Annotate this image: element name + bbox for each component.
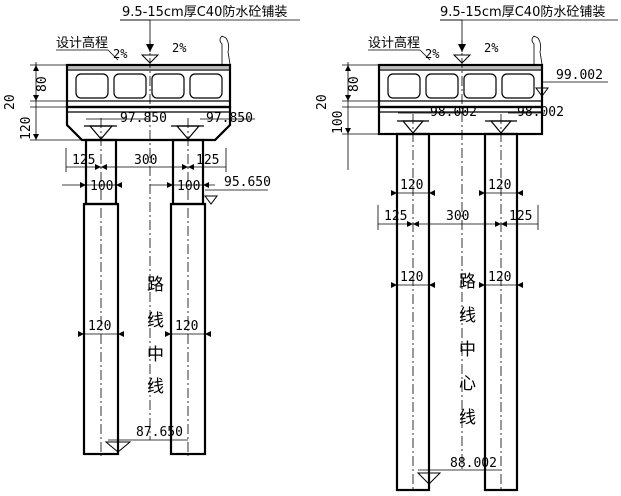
right-dia-lower-right: 120 xyxy=(488,270,511,285)
left-paving-leader xyxy=(120,19,300,52)
right-dim-20: 20 xyxy=(315,94,330,110)
left-vertical-dims xyxy=(30,62,82,141)
left-dim-20: 20 xyxy=(3,94,18,110)
right-dia-upper-right: 120 xyxy=(488,178,511,193)
left-dim-80: 80 xyxy=(35,76,50,92)
left-barrier xyxy=(219,35,231,65)
left-pile-dia-right: 120 xyxy=(175,319,198,334)
right-pile-bottom-elev: 88.002 xyxy=(450,456,497,471)
right-spacing-right: 125 xyxy=(509,209,532,224)
right-cap-beam xyxy=(377,105,544,136)
right-paving-leader xyxy=(440,19,618,52)
left-col-width-left: 100 xyxy=(90,179,113,194)
right-slope-left-label: 2% xyxy=(425,47,440,61)
right-top-elev: 99.002 xyxy=(556,68,603,83)
left-design-elevation-label: 设计高程 xyxy=(56,35,108,51)
right-paving-note: 9.5-15cm厚C40防水砼铺装 xyxy=(440,4,605,20)
right-deck xyxy=(377,63,544,109)
left-spacing-center: 300 xyxy=(134,153,157,168)
left-slope-left-label: 2% xyxy=(113,47,128,61)
right-centerline-char-1: 路 xyxy=(459,272,476,292)
right-vertical-dims xyxy=(342,62,379,170)
right-centerline-char-5: 线 xyxy=(459,408,476,428)
left-centerline-char-1: 路 xyxy=(147,275,164,295)
left-column-width-dims xyxy=(62,182,215,188)
right-spacing-dims xyxy=(377,205,539,230)
right-centerline-char-4: 心 xyxy=(459,374,476,394)
right-dia-lower-left: 120 xyxy=(400,270,423,285)
left-cap-elev-right: 97.850 xyxy=(206,111,253,126)
left-col-width-right: 100 xyxy=(177,179,200,194)
right-slope-right-label: 2% xyxy=(484,41,499,55)
left-pile-dia-left: 120 xyxy=(88,319,111,334)
left-centerline-char-3: 中 xyxy=(147,345,164,365)
right-cap-elev-left: 98.002 xyxy=(430,105,477,120)
right-dia-upper-left: 120 xyxy=(400,178,423,193)
left-paving-note: 9.5-15cm厚C40防水砼铺装 xyxy=(122,4,287,20)
left-cap-beam xyxy=(65,105,232,142)
right-cap-elev-right: 98.002 xyxy=(517,105,564,120)
right-elevation-view: 9.5-15cm厚C40防水砼铺装 设计高程 2% 2% xyxy=(315,4,618,492)
right-dim-100: 100 xyxy=(331,111,346,134)
left-deck xyxy=(65,63,232,109)
left-centerline-char-4: 线 xyxy=(147,377,164,397)
right-barrier xyxy=(531,35,543,65)
left-spacing-dims xyxy=(65,148,227,172)
right-spacing-center: 300 xyxy=(446,209,469,224)
right-centerline-char-3: 中 xyxy=(459,340,476,360)
left-elevation-view: 9.5-15cm厚C40防水砼铺装 设计高程 2% 2% xyxy=(3,4,300,456)
left-slope-right-label: 2% xyxy=(172,41,187,55)
right-spacing-left: 125 xyxy=(384,209,407,224)
left-spacing-left: 125 xyxy=(72,153,95,168)
right-design-elevation-label: 设计高程 xyxy=(368,35,420,51)
left-spacing-right: 125 xyxy=(196,153,219,168)
left-dim-120: 120 xyxy=(19,117,34,140)
left-col-elev: 95.650 xyxy=(224,175,271,190)
left-pile-bottom-elev: 87.650 xyxy=(136,425,183,440)
left-centerline-char-2: 线 xyxy=(147,311,164,331)
right-centerline-char-2: 线 xyxy=(459,306,476,326)
right-dim-80: 80 xyxy=(347,76,362,92)
left-cap-elev-left: 97.850 xyxy=(120,111,167,126)
